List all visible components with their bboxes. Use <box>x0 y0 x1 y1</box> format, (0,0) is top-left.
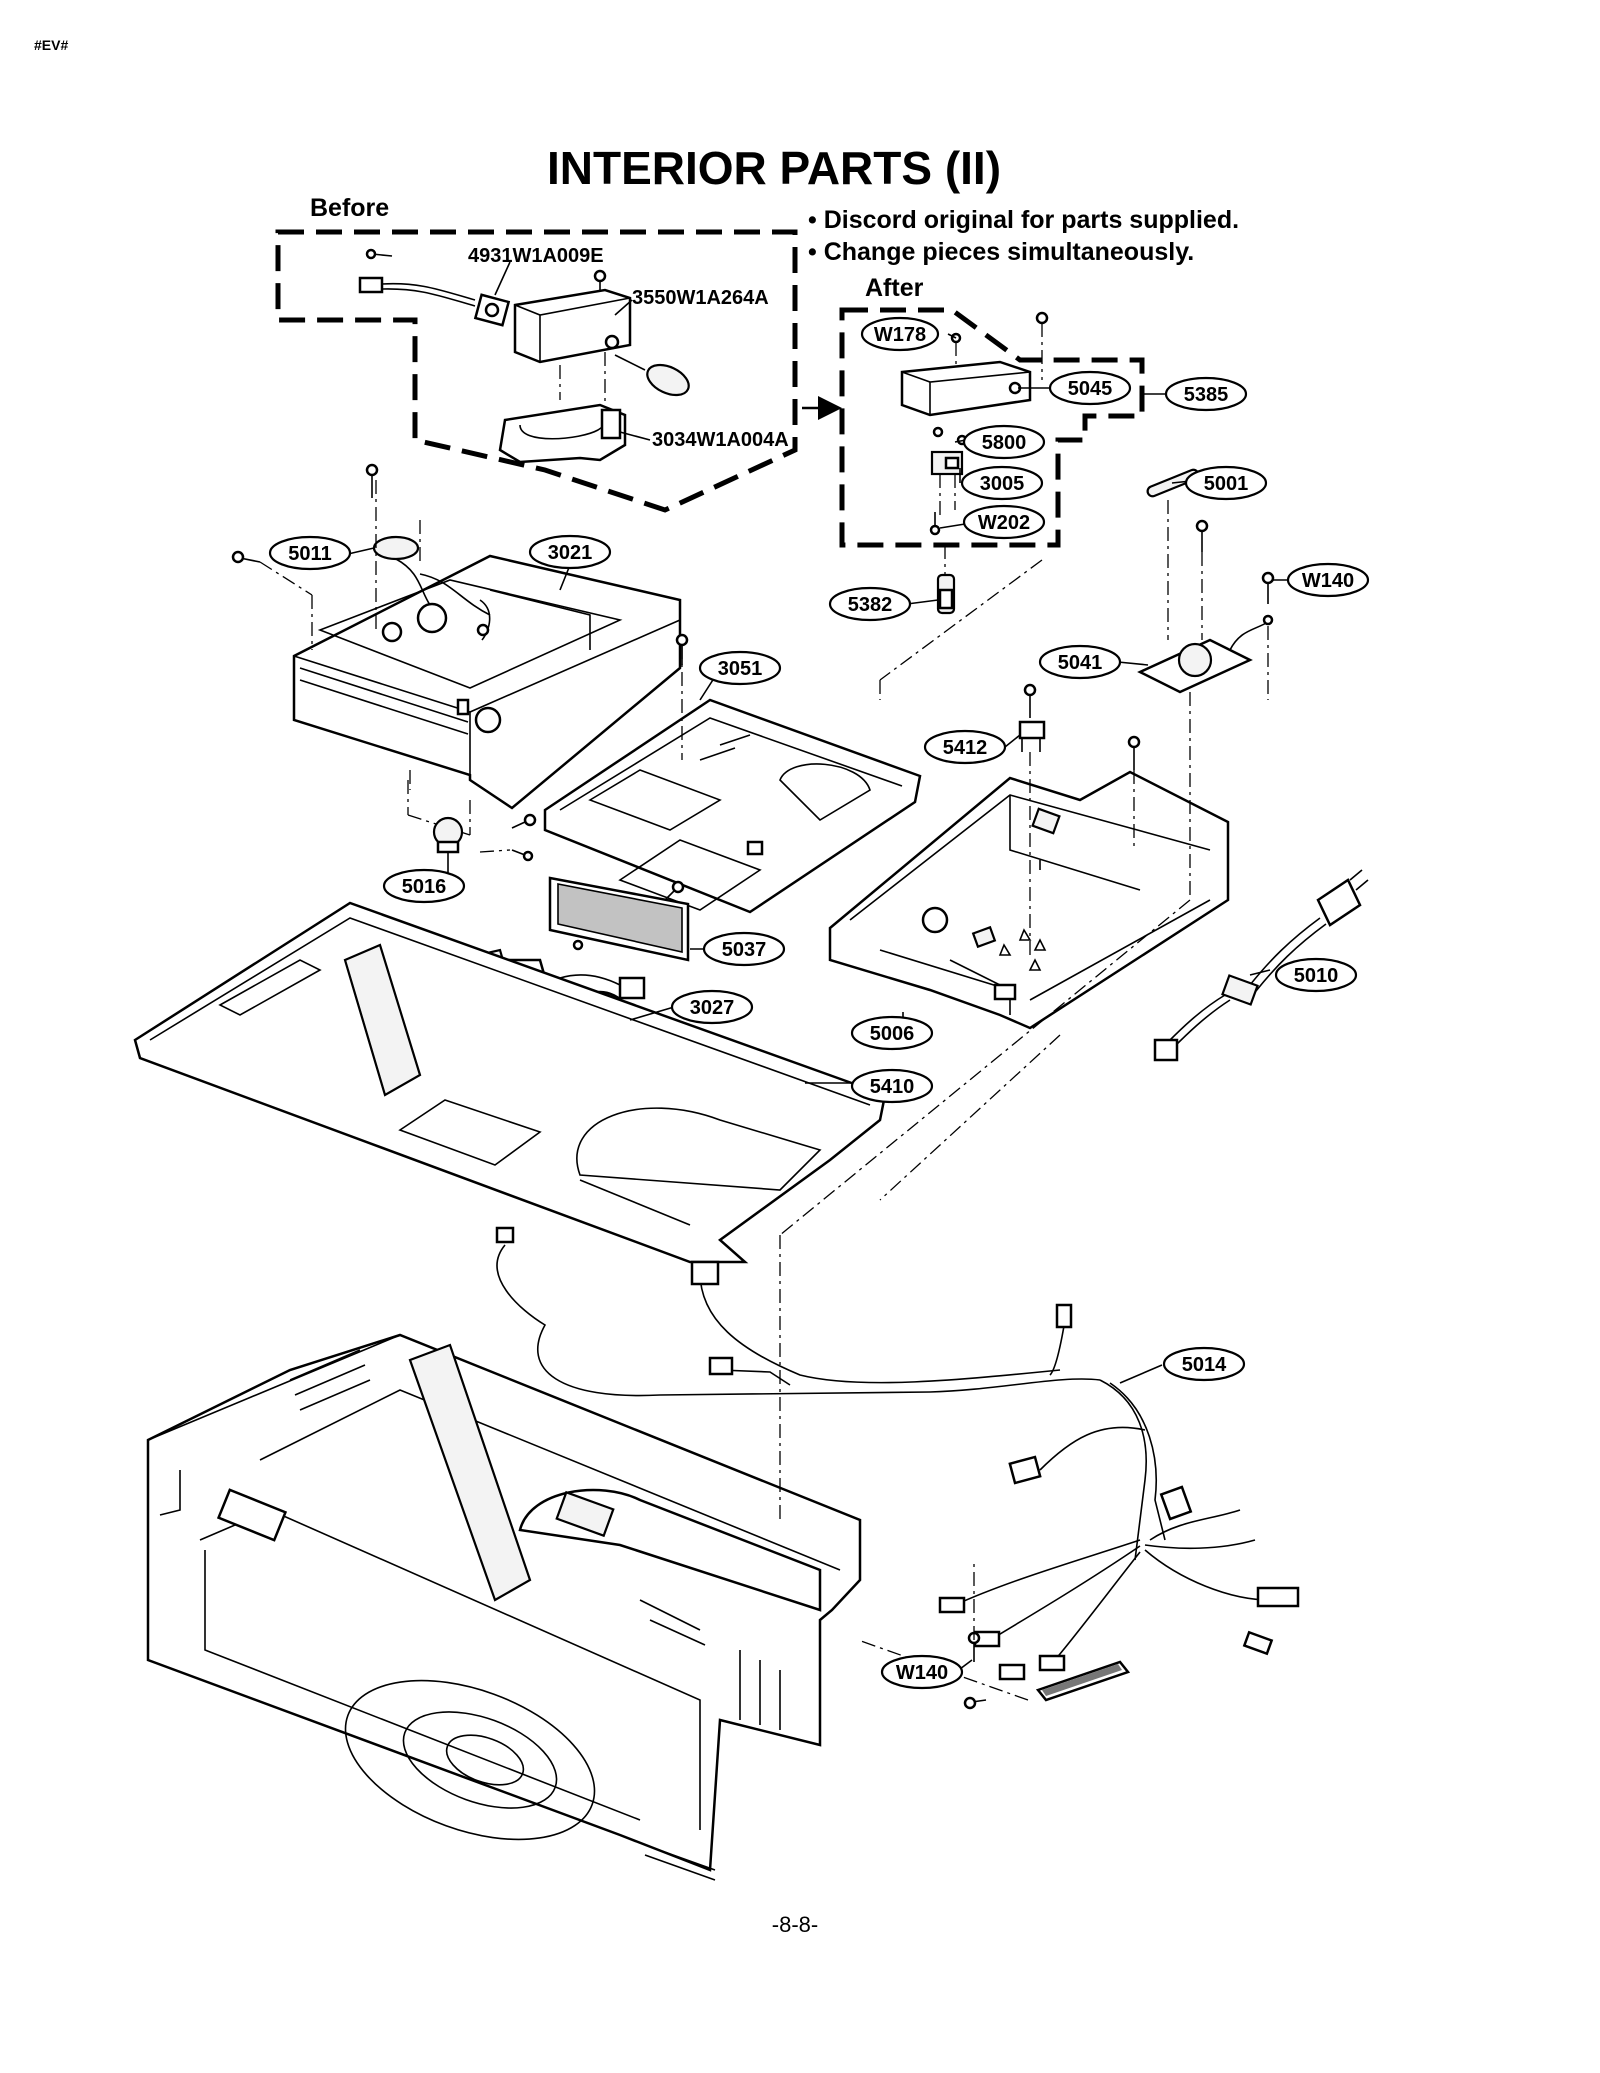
callout-5016: 5016 <box>382 868 466 904</box>
svg-text:5006: 5006 <box>870 1023 915 1045</box>
svg-text:5016: 5016 <box>402 876 447 898</box>
part-5041-board <box>1137 519 1274 900</box>
svg-text:W178: W178 <box>874 324 926 346</box>
svg-text:5412: 5412 <box>943 737 988 759</box>
callout-w178: W178 <box>860 316 940 352</box>
callout-5010: 5010 <box>1274 957 1358 993</box>
callout-5385: 5385 <box>1164 376 1248 412</box>
part-5016-thermostat <box>407 780 534 862</box>
callout-5410: 5410 <box>850 1068 934 1104</box>
after-box <box>839 307 1145 548</box>
callout-5412: 5412 <box>923 729 1007 765</box>
svg-text:W140: W140 <box>1302 570 1354 592</box>
before-part-2: 3550W1A264A <box>632 287 769 309</box>
part-3021-housing <box>292 554 682 810</box>
part-5006-box <box>828 770 1230 1030</box>
part-5010-power-cord <box>1153 869 1369 1062</box>
callout-5037: 5037 <box>702 931 786 967</box>
svg-text:3051: 3051 <box>718 658 763 680</box>
callout-5001: 5001 <box>1184 465 1268 501</box>
svg-text:5011: 5011 <box>288 543 331 565</box>
svg-text:3027: 3027 <box>690 997 735 1019</box>
callout-5041: 5041 <box>1038 644 1122 680</box>
oven-cavity <box>146 1333 862 1881</box>
alignment-lines <box>409 559 1191 1701</box>
before-box <box>275 229 798 513</box>
after-assembly <box>900 311 1049 536</box>
part-5001-fuse <box>1146 468 1200 640</box>
part-3051-plate <box>543 698 922 914</box>
callout-3005: 3005 <box>960 465 1044 501</box>
before-part-1: 4931W1A009E <box>468 245 604 267</box>
page-title: INTERIOR PARTS (II) <box>547 142 1001 194</box>
part-5410-base-plate <box>133 901 887 1264</box>
svg-text:5010: 5010 <box>1294 965 1339 987</box>
part-5037-filter <box>548 876 690 962</box>
svg-text:5037: 5037 <box>722 939 767 961</box>
svg-text:5385: 5385 <box>1184 384 1229 406</box>
callout-5045: 5045 <box>1048 370 1132 406</box>
part-5014-harness <box>495 1226 1300 1702</box>
header-code: #EV# <box>34 37 68 53</box>
svg-text:5014: 5014 <box>1182 1354 1227 1376</box>
callout-w140-top: W140 <box>1286 562 1370 598</box>
callout-5800: 5800 <box>962 424 1046 460</box>
after-label: After <box>865 274 924 302</box>
svg-text:5001: 5001 <box>1204 473 1249 495</box>
callout-5014: 5014 <box>1162 1346 1246 1382</box>
callout-w202: W202 <box>962 504 1046 540</box>
before-assembly <box>358 248 690 464</box>
svg-text:5045: 5045 <box>1068 378 1113 400</box>
svg-text:3005: 3005 <box>980 473 1025 495</box>
callout-5382: 5382 <box>828 586 912 622</box>
page-number: -8-8- <box>772 1912 818 1937</box>
note-discard: • Discord original for parts supplied. <box>808 206 1239 234</box>
svg-text:3021: 3021 <box>548 542 593 564</box>
before-label: Before <box>310 194 389 222</box>
callout-5006: 5006 <box>850 1015 934 1051</box>
svg-text:5800: 5800 <box>982 432 1027 454</box>
callout-3027: 3027 <box>670 989 754 1025</box>
callout-w140-bottom: W140 <box>880 1654 964 1690</box>
before-part-3: 3034W1A004A <box>652 429 789 451</box>
arrow-before-to-after <box>818 396 842 420</box>
part-5382-key <box>936 545 956 615</box>
svg-text:5382: 5382 <box>848 594 893 616</box>
svg-text:5041: 5041 <box>1058 652 1103 674</box>
callout-3021: 3021 <box>528 534 612 570</box>
note-change-simultaneously: • Change pieces simultaneously. <box>808 238 1194 266</box>
svg-text:W140: W140 <box>896 1662 948 1684</box>
svg-text:5410: 5410 <box>870 1076 915 1098</box>
callout-5011: 5011 <box>268 535 352 571</box>
svg-text:W202: W202 <box>978 512 1030 534</box>
part-5011-sensor <box>365 463 431 630</box>
callout-3051: 3051 <box>698 650 782 686</box>
part-5412-clip <box>1018 683 1046 960</box>
